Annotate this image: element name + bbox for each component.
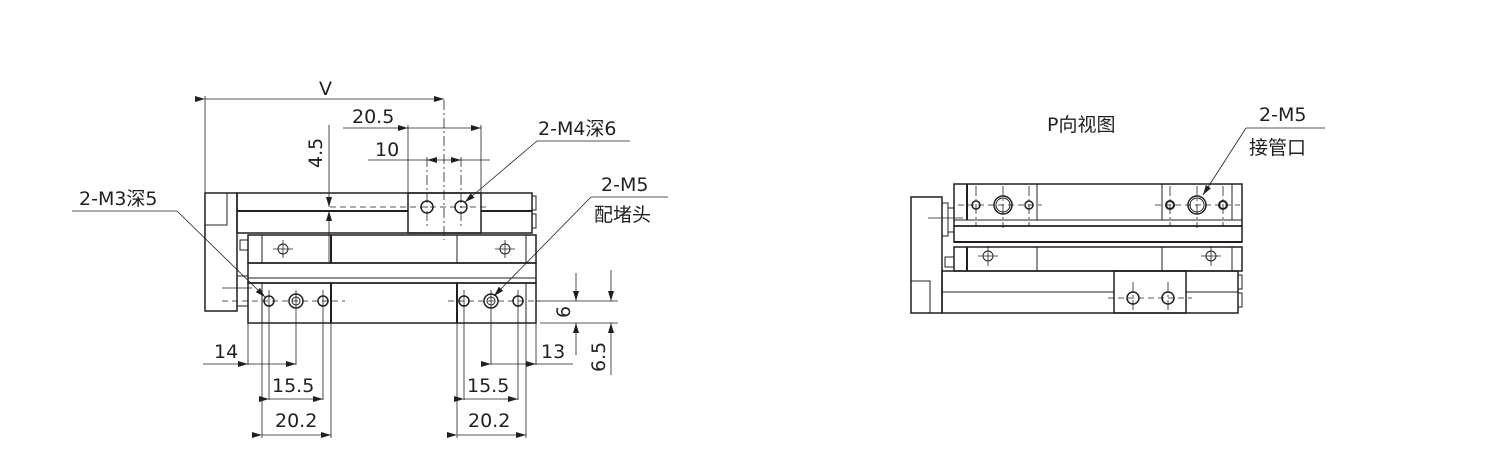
end-plate	[204, 192, 238, 312]
dim-10: 10	[375, 139, 399, 161]
callout-port-line1: 2-M5	[1259, 104, 1306, 126]
dim-6-5: 6.5	[588, 342, 610, 372]
bottom-port-block	[1113, 270, 1187, 314]
rail	[953, 225, 1243, 243]
dim-15-5-left: 15.5	[272, 375, 314, 397]
dim-20-2-right: 20.2	[468, 410, 510, 432]
front-view	[72, 96, 668, 438]
dim-6: 6	[553, 306, 575, 318]
dim-4-5: 4.5	[305, 138, 327, 168]
callout-top-holes: 2-M4深6	[538, 118, 617, 140]
callout-plug-line1: 2-M5	[601, 174, 648, 196]
callout-plug-line2: 配堵头	[594, 204, 651, 226]
callout-left-holes: 2-M3深5	[79, 188, 158, 210]
rail	[247, 262, 537, 284]
dim-14: 14	[214, 341, 238, 363]
middle-body	[953, 246, 1243, 272]
dim-13: 13	[541, 341, 565, 363]
dim-20-5: 20.5	[352, 106, 394, 128]
p-view-title: P向视图	[1047, 114, 1115, 136]
top-slide	[236, 192, 533, 234]
dim-20-2-left: 20.2	[275, 410, 317, 432]
dim-15-5-right: 15.5	[467, 375, 509, 397]
bottom-body	[247, 282, 537, 324]
dim-v: V	[319, 78, 332, 100]
top-port-block	[407, 192, 482, 234]
end-plate	[910, 196, 943, 314]
p-view	[910, 127, 1325, 314]
callout-port-line2: 接管口	[1249, 137, 1306, 159]
